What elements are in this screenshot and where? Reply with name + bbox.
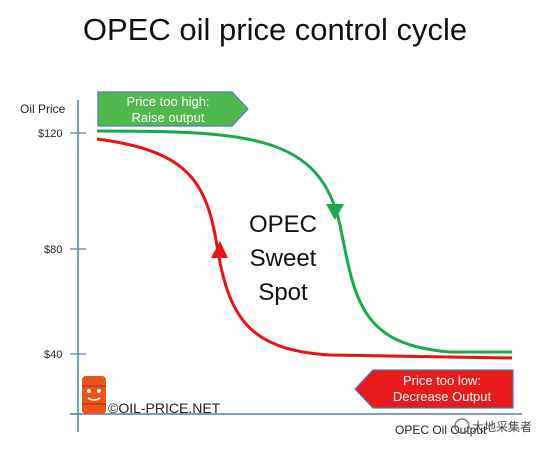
callout-price-too-high: Price too high: Raise output bbox=[97, 91, 249, 127]
x-axis-label: OPEC Oil Output bbox=[395, 423, 487, 437]
red-arrow-head bbox=[211, 241, 228, 258]
sweet-spot-line-3: Spot bbox=[258, 279, 308, 306]
y-tick-label-120: $120 bbox=[38, 128, 62, 140]
sweet-spot-line-2: Sweet bbox=[250, 245, 317, 272]
wechat-icon bbox=[454, 418, 470, 434]
watermark-oilprice: ©OIL-PRICE.NET bbox=[108, 400, 221, 416]
wechat-watermark: 大地采集者 bbox=[454, 418, 532, 434]
y-tick-label-80: $80 bbox=[44, 244, 62, 256]
green-curve bbox=[96, 129, 512, 354]
chart-title: OPEC oil price control cycle bbox=[82, 12, 468, 47]
green-arrow-head bbox=[326, 204, 344, 220]
sweet-spot-line-1: OPEC bbox=[249, 211, 317, 238]
watermark-2: 大地采集者 bbox=[472, 419, 532, 434]
y-axis-label: Oil Price bbox=[20, 102, 66, 116]
callout-low-line-2: Decrease Output bbox=[393, 389, 492, 404]
callout-low-line-1: Price too low: bbox=[403, 373, 481, 388]
callout-high-line-2: Raise output bbox=[132, 110, 205, 125]
callout-high-line-1: Price too high: bbox=[126, 94, 209, 109]
oil-barrel-logo bbox=[82, 376, 106, 414]
y-tick-label-40: $40 bbox=[44, 349, 62, 361]
callout-price-too-low: Price too low: Decrease Output bbox=[354, 369, 514, 409]
red-curve bbox=[96, 137, 513, 360]
